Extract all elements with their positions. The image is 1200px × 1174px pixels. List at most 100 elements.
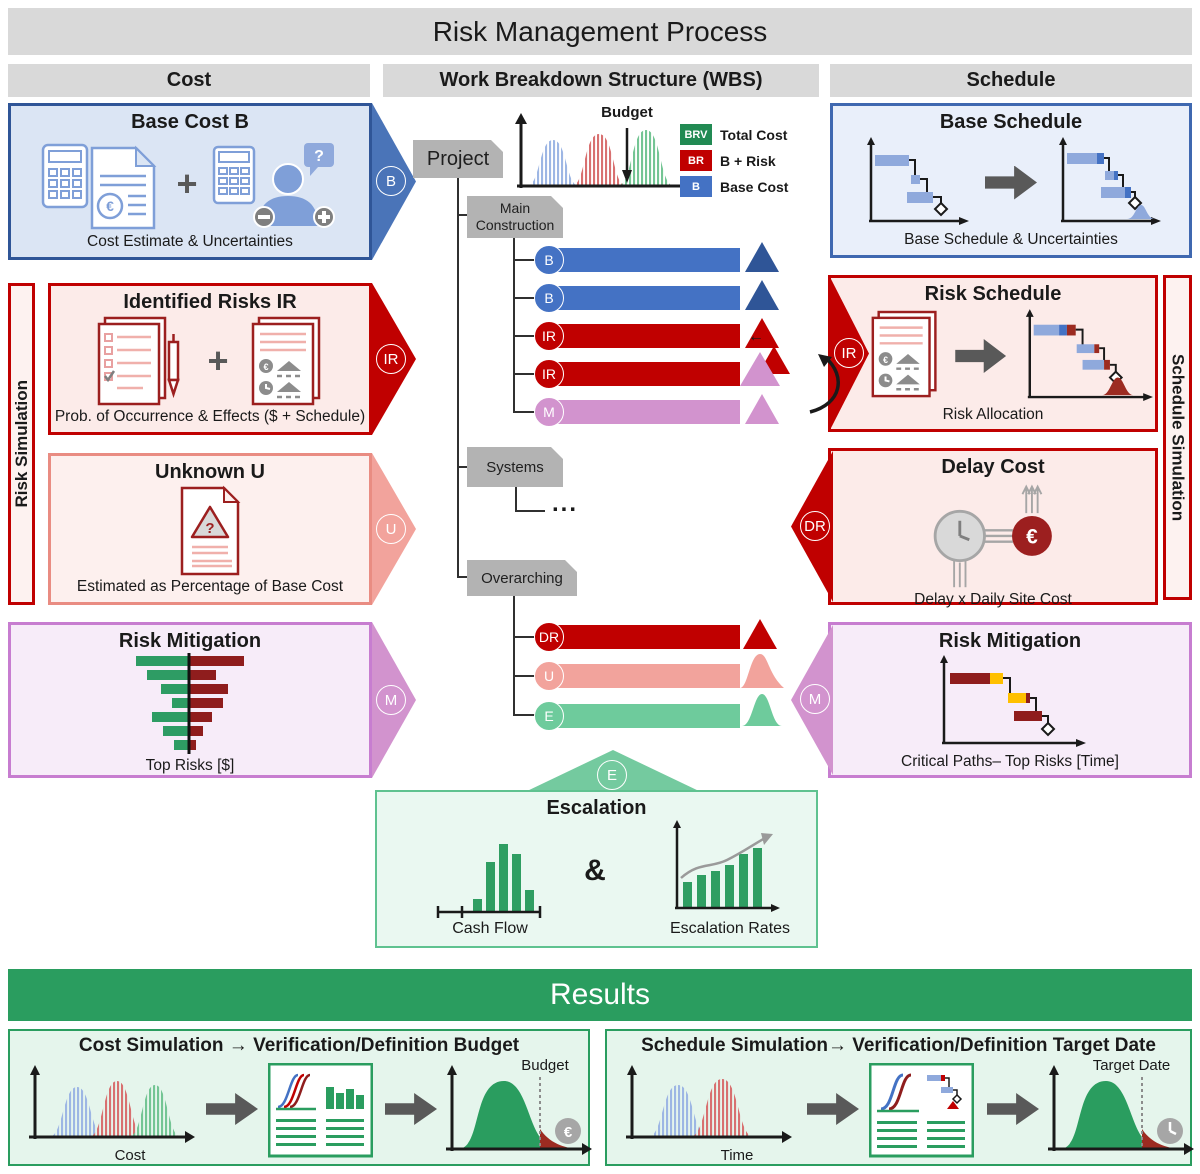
legend-badge-brv: BRV	[680, 124, 712, 145]
cost-triangle-marker	[745, 242, 779, 272]
svg-text:€: €	[107, 198, 115, 214]
base-schedule-title: Base Schedule	[939, 111, 1083, 133]
wbs-node-overarching: Overarching	[467, 560, 577, 596]
risk-mitigation-left-caption: Top Risks [$]	[145, 757, 235, 774]
budget-marker-label: Budget	[521, 1057, 569, 1074]
delay-cost-caption: Delay x Daily Site Cost	[914, 591, 1072, 608]
tree-child-line	[513, 236, 515, 412]
schedule-simulation-title: Schedule Simulation→ Verification/Defini…	[641, 1035, 1156, 1056]
legend-badge-br: BR	[680, 150, 712, 171]
gantt-base-icon	[867, 136, 969, 225]
risk-schedule-badge: IR	[834, 338, 864, 368]
arrow-right-icon	[987, 1093, 1039, 1125]
base-schedule-caption: Base Schedule & Uncertainties	[904, 231, 1118, 248]
svg-text:?: ?	[205, 520, 214, 537]
target-date-verification-icon	[1048, 1065, 1194, 1155]
wbs-bar-badge: DR	[534, 622, 564, 652]
svg-text:€: €	[883, 355, 888, 365]
wbs-bar	[549, 248, 740, 272]
arrow-right-icon	[807, 1093, 859, 1125]
results-header: Results	[8, 969, 1192, 1021]
legend-row: BRV Total Cost	[680, 124, 788, 145]
base-cost-badge: B	[376, 166, 406, 196]
wbs-bar-badge: IR	[534, 321, 564, 351]
unknown-caption: Estimated as Percentage of Base Cost	[76, 578, 344, 595]
cost-x-label: Cost	[114, 1147, 146, 1164]
tree-branch-line	[457, 576, 467, 578]
base-cost-caption: Cost Estimate & Uncertainties	[87, 233, 293, 250]
cost-simulation-box: Cost Simulation → Verification/Definitio…	[8, 1029, 592, 1166]
schedule-simulation-box: Schedule Simulation→ Verification/Defini…	[605, 1029, 1194, 1166]
escalation-badge: E	[597, 760, 627, 790]
tree-stub-line	[513, 675, 535, 677]
wbs-bar-badge: IR	[534, 359, 564, 389]
tree-stub-line	[513, 411, 535, 413]
time-x-label: Time	[720, 1147, 754, 1164]
svg-text:€: €	[263, 362, 268, 372]
budget-label: Budget	[601, 104, 653, 121]
wbs-node-main-construction: Main Construction	[467, 196, 563, 238]
risk-mitigation-right-badge: M	[800, 684, 830, 714]
legend-row: B Base Cost	[680, 176, 788, 197]
column-header-wbs: Work Breakdown Structure (WBS)	[383, 64, 819, 97]
wbs-bar	[549, 625, 740, 649]
tree-stub-line	[513, 714, 535, 716]
cost-legend: BRV Total Cost BR B + Risk B Base Cost	[680, 124, 788, 202]
column-header-schedule: Schedule	[830, 64, 1192, 97]
legend-row: BR B + Risk	[680, 150, 788, 171]
risk-docs-icon: €	[871, 310, 937, 398]
risk-mitigation-right-caption: Critical Paths– Top Risks [Time]	[901, 753, 1119, 770]
identified-risks-badge: IR	[376, 344, 406, 374]
delay-cost-icon: €	[933, 484, 1052, 588]
risk-schedule-title: Risk Schedule	[924, 283, 1062, 305]
plus-icon: +	[176, 162, 198, 204]
distribution-bump-marker	[740, 654, 784, 688]
base-schedule-box: Base Schedule	[830, 103, 1192, 258]
expert-uncertainty-icon: ?	[212, 142, 335, 228]
svg-text:?: ?	[314, 148, 324, 165]
ampersand: &	[584, 854, 606, 887]
tree-stub-line	[513, 636, 535, 638]
arrow-right-icon	[385, 1093, 437, 1125]
cash-flow-chart-icon	[436, 844, 542, 918]
svg-text:€: €	[1026, 526, 1038, 549]
cost-distributions-icon	[29, 1065, 195, 1143]
delay-cost-title: Delay Cost	[941, 456, 1045, 478]
wbs-bar	[549, 400, 740, 424]
page-title: Risk Management Process	[8, 8, 1192, 55]
tree-child-line	[513, 596, 515, 715]
tree-child-line	[515, 487, 517, 511]
identified-risks-box: Identified Risks IR + €	[48, 283, 372, 435]
escalation-rates-chart-icon	[673, 820, 780, 912]
shift-left-arrow-icon: ←	[748, 328, 764, 345]
wbs-bar-badge: B	[534, 245, 564, 275]
identified-risks-caption: Prob. of Occurrence & Effects ($ + Sched…	[54, 408, 366, 425]
wbs-bar-badge: E	[534, 701, 564, 731]
cash-flow-caption: Cash Flow	[452, 920, 528, 937]
tree-stub-line	[515, 510, 545, 512]
risk-mitigation-right-title: Risk Mitigation	[938, 630, 1082, 652]
unknown-box: Unknown U ? Estimated as Percentage of B…	[48, 453, 372, 605]
risk-mitigation-right-box: Risk Mitigation Critical Paths– Top Risk…	[828, 622, 1192, 778]
wbs-bar	[549, 324, 740, 348]
plus-icon: +	[207, 340, 229, 381]
wbs-bar-badge: M	[534, 397, 564, 427]
schedule-simulation-label: Schedule Simulation	[1163, 275, 1192, 600]
tornado-chart-icon	[136, 653, 244, 754]
wbs-node-project: Project	[413, 140, 503, 178]
base-cost-box: Base Cost B € +	[8, 103, 372, 260]
tree-branch-line	[457, 214, 467, 216]
unknown-title: Unknown U	[155, 461, 265, 483]
risk-schedule-box: Risk Schedule €	[828, 275, 1158, 432]
risk-mitigation-left-title: Risk Mitigation	[118, 630, 262, 652]
cost-triangle-marker	[743, 619, 777, 649]
tree-stub-line	[513, 373, 535, 375]
risk-mitigation-left-box: Risk Mitigation Top Risks [$]	[8, 622, 372, 778]
wbs-bar-badge: B	[534, 283, 564, 313]
base-cost-title: Base Cost B	[131, 111, 249, 133]
risk-checklist-icon	[98, 316, 181, 406]
cost-triangle-marker	[745, 394, 779, 424]
wbs-bar	[549, 704, 740, 728]
unknown-warning-doc-icon: ?	[180, 485, 241, 576]
